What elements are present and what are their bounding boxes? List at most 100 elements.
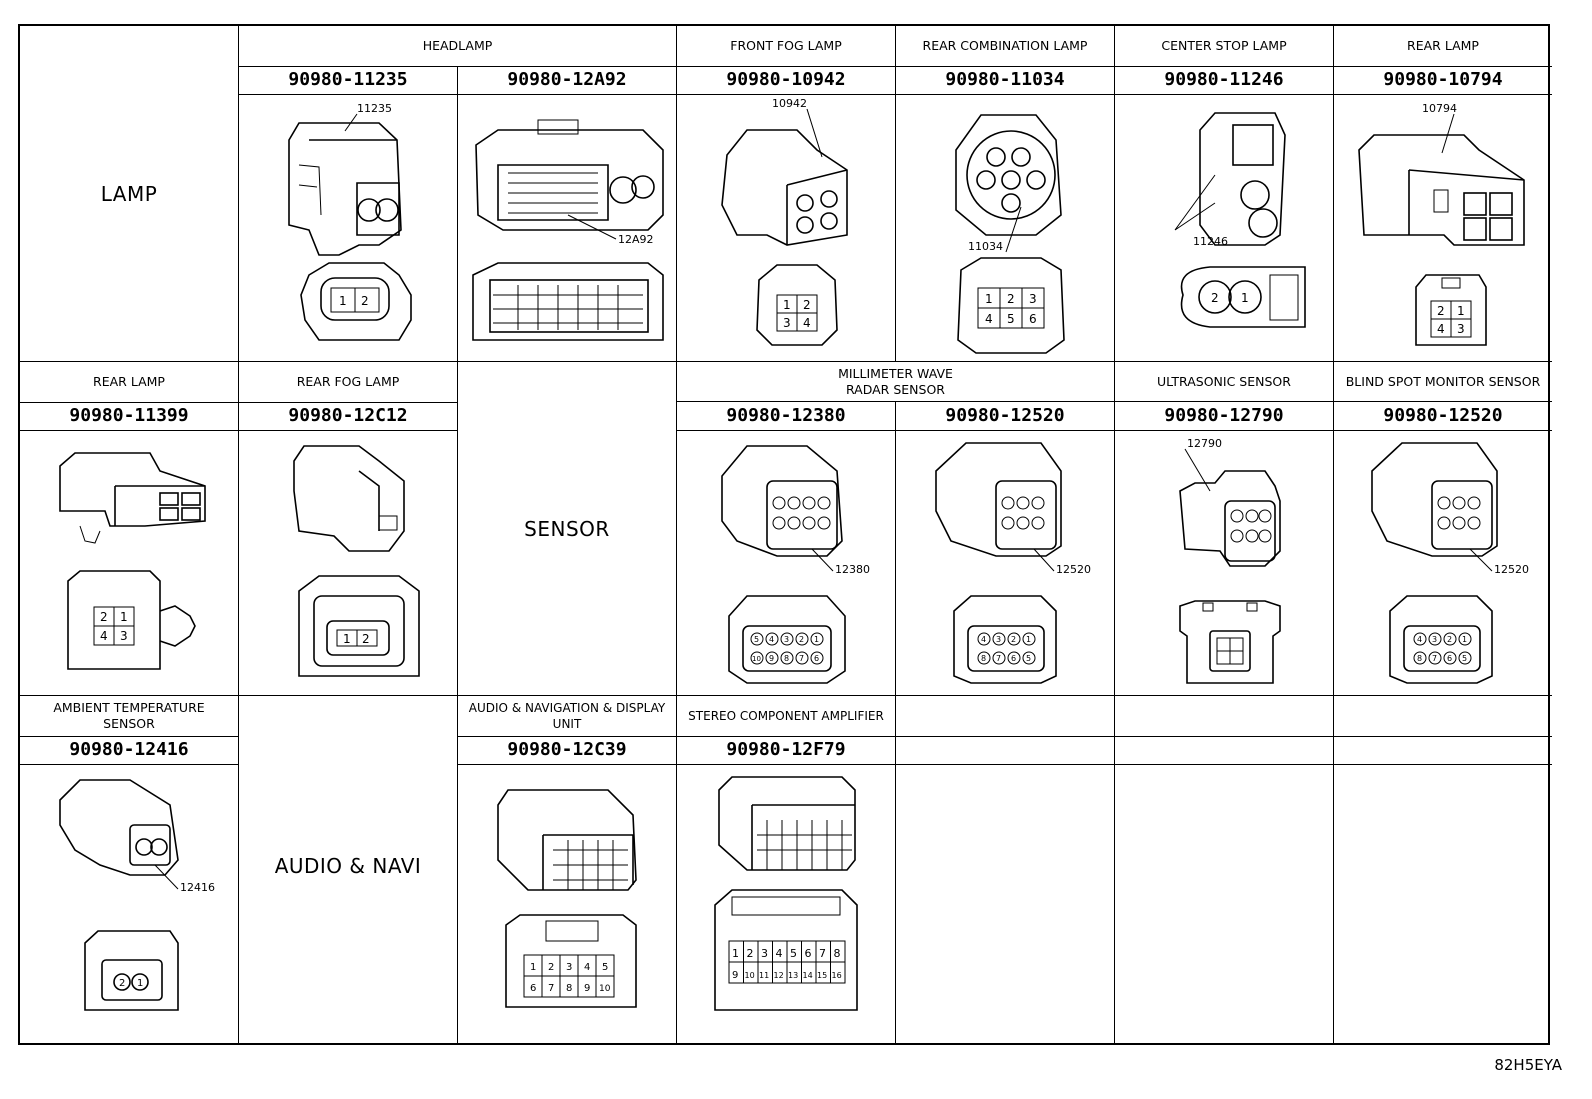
svg-text:4: 4 <box>100 629 108 643</box>
svg-text:5: 5 <box>1462 654 1467 663</box>
svg-text:6: 6 <box>814 654 819 663</box>
svg-text:1: 1 <box>1457 304 1465 318</box>
connector-drawing: 10942 1 2 3 4 <box>721 97 848 346</box>
callout-label: 11034 <box>968 240 1003 253</box>
svg-text:4: 4 <box>584 962 590 973</box>
svg-text:3: 3 <box>783 316 791 330</box>
svg-text:9: 9 <box>732 970 738 981</box>
svg-text:1: 1 <box>120 610 128 624</box>
header-cell-ultrasonic-sensor: ULTRASONIC SENSOR <box>1115 362 1334 402</box>
header-stereo-component-amplifier: STEREO COMPONENT AMPLIFIER <box>688 709 884 723</box>
category-cell-audio-navi: AUDIO & NAVI <box>239 696 458 1045</box>
svg-text:7: 7 <box>799 654 804 663</box>
svg-text:4: 4 <box>1417 635 1422 644</box>
svg-text:2: 2 <box>1007 292 1015 306</box>
svg-text:3: 3 <box>996 635 1001 644</box>
header-cell-headlamp: HEADLAMP <box>239 26 677 67</box>
header-ultrasonic-sensor: ULTRASONIC SENSOR <box>1157 374 1291 389</box>
svg-text:6: 6 <box>1447 654 1452 663</box>
callout-label: 10794 <box>1422 102 1457 115</box>
svg-text:2: 2 <box>1437 304 1445 318</box>
svg-text:6: 6 <box>805 947 812 960</box>
callout-label: 12520 <box>1494 563 1529 576</box>
empty-cell <box>1115 696 1334 1045</box>
header-cell-millimeter-wave-radar-sensor: MILLIMETER WAVE RADAR SENSOR <box>677 362 1115 402</box>
header-front-fog-lamp: FRONT FOG LAMP <box>730 38 842 53</box>
connector-cell-12520-bsm: 90980-12520 12520 4 3 2 1 8 7 6 5 <box>1334 402 1552 696</box>
svg-text:5: 5 <box>790 947 797 960</box>
svg-text:1: 1 <box>732 947 739 960</box>
connector-chart: LAMP HEADLAMP 90980-11235 11235 1 2 9098… <box>18 24 1552 1045</box>
svg-text:2: 2 <box>747 947 754 960</box>
svg-text:13: 13 <box>788 971 798 980</box>
category-label-audio-navi: AUDIO & NAVI <box>274 854 422 878</box>
part-number: 90980-12520 <box>945 405 1065 426</box>
part-number: 90980-10794 <box>1383 69 1503 90</box>
svg-text:16: 16 <box>832 971 842 980</box>
svg-text:6: 6 <box>1011 654 1016 663</box>
part-number: 90980-10942 <box>726 69 846 90</box>
pin-row-top <box>750 632 824 665</box>
svg-text:3: 3 <box>784 635 789 644</box>
header-cell-front-fog-lamp: FRONT FOG LAMP <box>677 26 896 67</box>
connector-drawing: 12416 2 1 <box>59 779 215 1011</box>
svg-text:8: 8 <box>981 654 986 663</box>
figure-code: 82H5EYA <box>1494 1056 1562 1074</box>
svg-text:3: 3 <box>566 962 572 973</box>
connector-drawing: 2 1 4 3 <box>59 452 206 670</box>
svg-text:3: 3 <box>120 629 128 643</box>
svg-text:1: 1 <box>343 632 351 646</box>
svg-text:4: 4 <box>985 312 993 326</box>
connector-drawing: 12A92 <box>472 119 664 341</box>
header-blind-spot-monitor-sensor: BLIND SPOT MONITOR SENSOR <box>1345 374 1541 389</box>
empty-cell <box>896 696 1115 1045</box>
connector-drawing: 11034 1 2 3 4 5 6 <box>955 114 1065 354</box>
svg-text:3: 3 <box>1029 292 1037 306</box>
header-cell-blind-spot-monitor-sensor: BLIND SPOT MONITOR SENSOR <box>1334 362 1552 402</box>
header-cell-center-stop-lamp: CENTER STOP LAMP <box>1115 26 1334 67</box>
svg-text:12: 12 <box>774 971 784 980</box>
svg-text:1: 1 <box>1026 635 1031 644</box>
svg-text:4: 4 <box>769 635 774 644</box>
callout-label: 11235 <box>357 102 392 115</box>
category-cell-lamp: LAMP <box>20 26 239 362</box>
svg-text:1: 1 <box>339 294 347 308</box>
svg-text:8: 8 <box>834 947 841 960</box>
svg-text:6: 6 <box>530 983 536 994</box>
callout-label: 10942 <box>772 97 807 110</box>
connector-cell-12f79: STEREO COMPONENT AMPLIFIER 90980-12F79 1… <box>677 696 896 1045</box>
svg-text:4: 4 <box>1437 322 1445 336</box>
svg-text:7: 7 <box>996 654 1001 663</box>
svg-text:9: 9 <box>769 654 774 663</box>
svg-text:8: 8 <box>566 983 572 994</box>
connector-cell-12380: 90980-12380 12380 5 4 3 2 1 10 9 8 7 6 <box>677 402 896 696</box>
header-rear-lamp-2: REAR LAMP <box>93 374 165 389</box>
header-rear-lamp: REAR LAMP <box>1407 38 1479 53</box>
part-number: 90980-11246 <box>1164 69 1284 90</box>
svg-text:15: 15 <box>817 971 827 980</box>
svg-text:3: 3 <box>1457 322 1465 336</box>
svg-text:4: 4 <box>981 635 986 644</box>
callout-label: 12A92 <box>618 233 654 246</box>
connector-drawing: 12790 <box>1179 437 1281 684</box>
part-number: 90980-11235 <box>288 69 408 90</box>
svg-text:2: 2 <box>119 978 125 989</box>
svg-text:1: 1 <box>985 292 993 306</box>
svg-text:7: 7 <box>1432 654 1437 663</box>
header-millimeter-wave-radar-sensor: MILLIMETER WAVE RADAR SENSOR <box>838 366 953 397</box>
callout-label: 12416 <box>180 881 215 894</box>
svg-text:11: 11 <box>759 971 769 980</box>
svg-text:1: 1 <box>137 978 143 989</box>
header-cell-rear-combination-lamp: REAR COMBINATION LAMP <box>896 26 1115 67</box>
svg-text:3: 3 <box>1432 635 1437 644</box>
svg-text:5: 5 <box>1007 312 1015 326</box>
connector-drawing: 10794 2 1 4 3 <box>1358 102 1525 346</box>
svg-text:2: 2 <box>1011 635 1016 644</box>
connector-drawing: 12380 5 4 3 2 1 10 9 8 7 6 <box>721 445 870 684</box>
header-cell-rear-lamp-1: REAR LAMP <box>1334 26 1552 67</box>
connector-cell-12c39: AUDIO & NAVIGATION & DISPLAY UNIT 90980-… <box>458 696 677 1045</box>
svg-text:8: 8 <box>1417 654 1422 663</box>
svg-text:2: 2 <box>361 294 369 308</box>
header-headlamp: HEADLAMP <box>422 38 493 53</box>
svg-text:2: 2 <box>362 632 370 646</box>
